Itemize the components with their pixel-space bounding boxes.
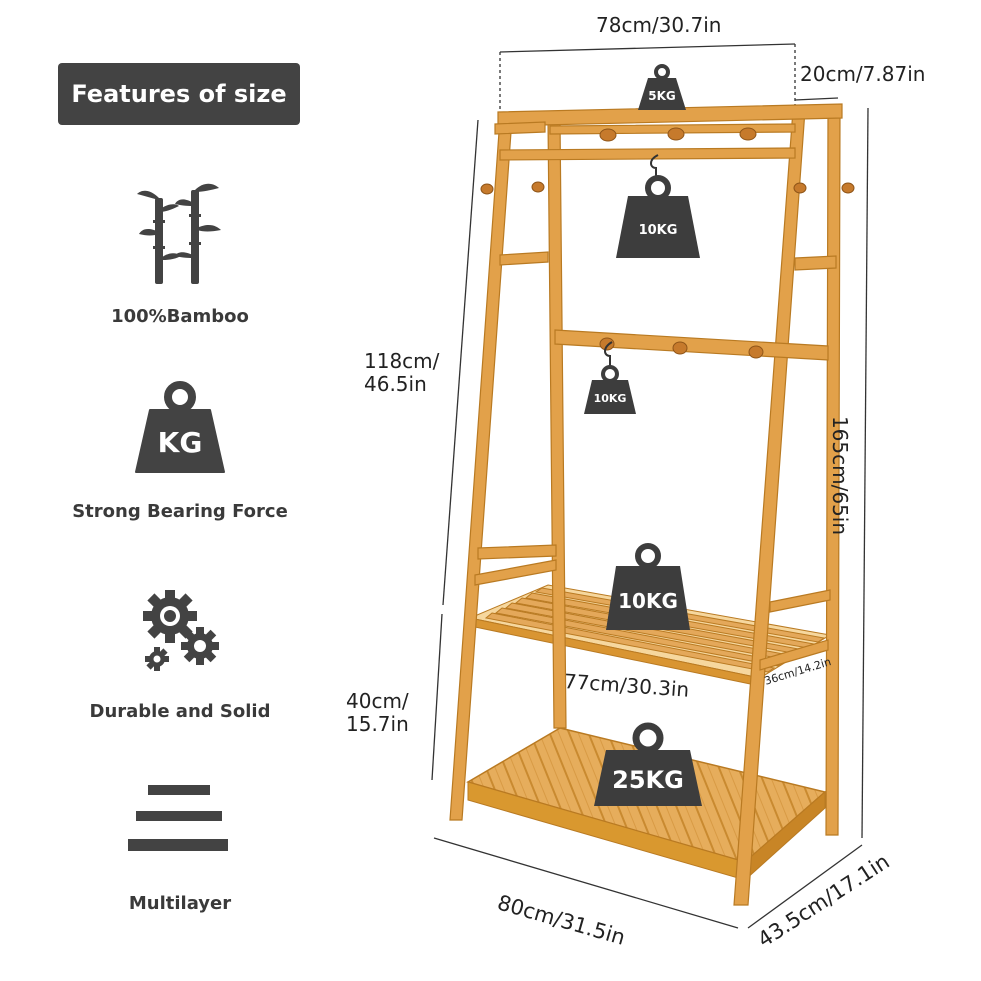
layers-icon <box>128 785 228 851</box>
weight-10kg-rod: 10KG <box>616 175 700 258</box>
gears-icon <box>143 590 219 671</box>
dim-lower-height: 40cm/ 15.7in <box>346 690 409 736</box>
wooden-hooks <box>480 127 855 359</box>
dim-lower-height-line1: 40cm/ <box>346 689 409 713</box>
weight-25kg-label: 25KG <box>612 766 684 794</box>
dim-top-width: 78cm/30.7in <box>596 13 722 37</box>
bamboo-icon <box>137 183 221 284</box>
weight-10kg-hook-label: 10KG <box>594 392 627 405</box>
kg-weight-icon: KG <box>135 381 225 473</box>
feature-label-multilayer: Multilayer <box>128 893 232 914</box>
features-of-size-badge: Features of size <box>58 63 300 125</box>
dim-upper-height: 118cm/ 46.5in <box>364 350 439 396</box>
weight-25kg-bottom: 25KG <box>594 722 702 806</box>
weight-10kg-middle: 10KG <box>606 543 690 630</box>
badge-title: Features of size <box>71 80 287 108</box>
dimension-lines <box>431 43 869 929</box>
feature-label-durable: Durable and Solid <box>89 701 271 722</box>
rack-frame <box>449 103 843 906</box>
weight-10kg-middle-label: 10KG <box>618 589 678 613</box>
weight-5kg-top: 5KG <box>638 64 686 110</box>
weight-10kg-rod-label: 10KG <box>639 223 678 238</box>
feature-label-bamboo: 100%Bamboo <box>111 306 249 327</box>
hanger-wires <box>604 154 659 366</box>
weight-5kg-label: 5KG <box>648 89 676 103</box>
dim-upper-height-line1: 118cm/ <box>364 349 440 373</box>
weight-10kg-hook: 10KG <box>584 365 636 414</box>
dim-total-height: 165cm/65in <box>828 415 853 536</box>
dim-upper-height-line2: 46.5in <box>364 372 427 396</box>
dim-top-depth: 20cm/7.87in <box>800 62 926 86</box>
dim-lower-height-line2: 15.7in <box>346 712 409 736</box>
kg-icon-text: KG <box>158 426 203 459</box>
feature-label-strong-bearing: Strong Bearing Force <box>72 501 288 522</box>
